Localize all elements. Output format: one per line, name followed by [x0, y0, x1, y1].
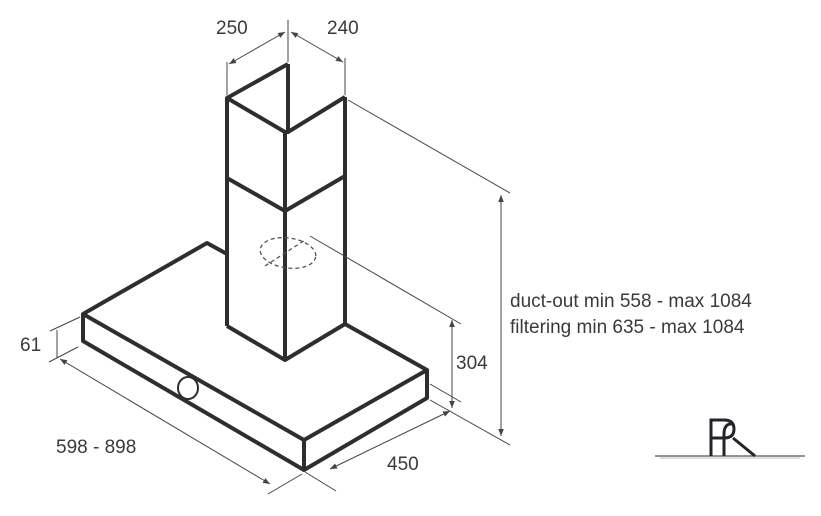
dim-chimney-width: 250	[216, 18, 248, 39]
dim-height-ductout: duct-out min 558 - max 1084	[510, 291, 752, 312]
hood-outline	[81, 62, 429, 472]
dim-hood-depth: 450	[387, 454, 419, 475]
knob-icon	[177, 376, 199, 400]
duct-outlet	[259, 236, 317, 270]
brand-logo	[655, 418, 805, 459]
chimney-joint	[226, 174, 347, 213]
dim-hood-304: 304	[456, 353, 488, 374]
dim-height-filtering: filtering min 635 - max 1084	[510, 317, 745, 338]
dim-chimney-depth: 240	[327, 18, 359, 39]
dim-hood-thickness: 61	[20, 335, 42, 356]
dim-hood-width: 598 - 898	[56, 437, 137, 458]
dimension-lines	[48, 20, 511, 495]
